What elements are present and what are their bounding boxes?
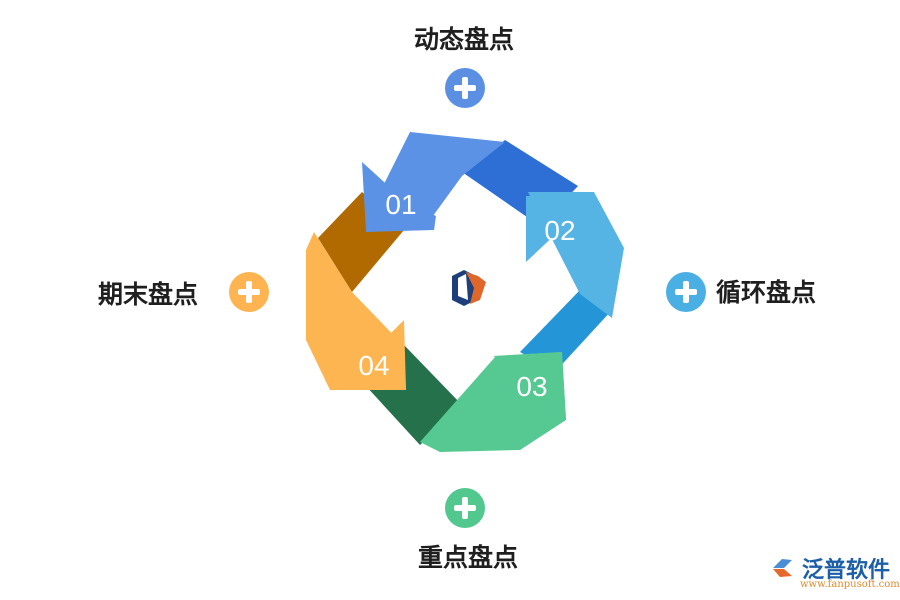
brand-watermark: 泛普软件 www.fanpusoft.com: [768, 552, 900, 592]
hexagon-logo-icon: [452, 270, 486, 306]
segment-03-arrowhead: [494, 352, 566, 420]
segment-03-fold: [520, 290, 612, 372]
plus-icon-bottom[interactable]: [445, 488, 485, 528]
plus-icon-left[interactable]: [229, 272, 269, 312]
brand-url: www.fanpusoft.com: [800, 579, 900, 590]
plus-icon-right[interactable]: [666, 272, 706, 312]
segment-02-arrowhead: [526, 196, 596, 262]
brand-name: 泛普软件: [802, 558, 891, 583]
segment-04-arrowhead: [334, 320, 406, 390]
segment-02-number: 02: [544, 215, 575, 246]
segment-01-arrowhead: [362, 162, 436, 232]
label-bottom: 重点盘点: [418, 543, 519, 572]
label-right: 循环盘点: [716, 278, 817, 307]
segment-01-number: 01: [385, 189, 416, 220]
segment-04-number: 04: [358, 350, 389, 381]
label-top: 动态盘点: [414, 25, 515, 54]
label-left: 期末盘点: [98, 280, 199, 309]
segment-03-number: 03: [516, 371, 547, 402]
plus-icon-top[interactable]: [445, 68, 485, 108]
brand-logo-icon: [773, 559, 792, 577]
